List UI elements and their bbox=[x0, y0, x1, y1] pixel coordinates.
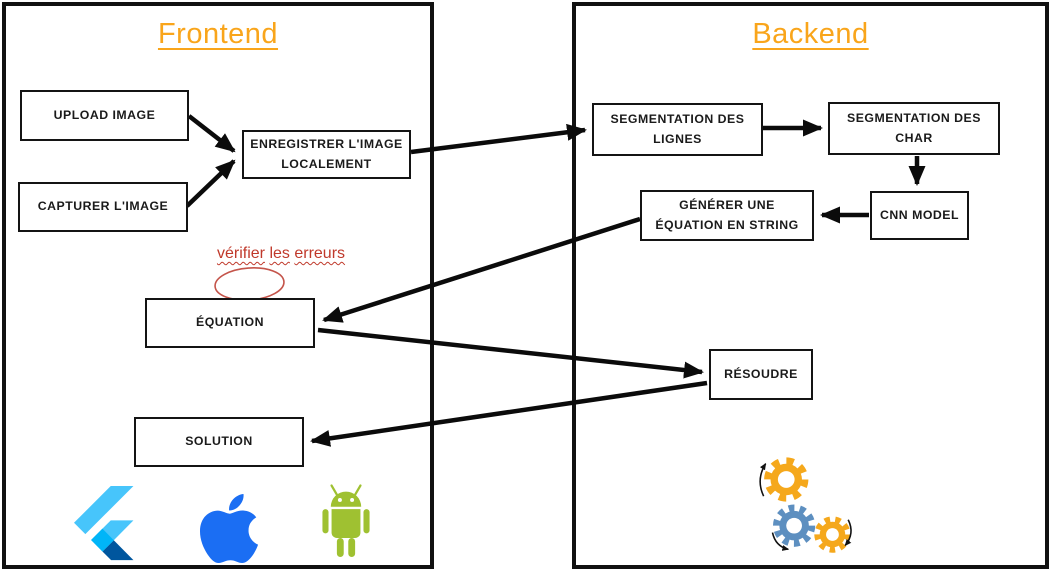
resoudre-node: RÉSOUDRE bbox=[709, 349, 813, 400]
edge-capturer-to-enregistrer bbox=[185, 159, 236, 208]
edge-enregistrer-to-seglignes bbox=[410, 123, 587, 155]
segmentation-char-node: SEGMENTATION DES CHAR bbox=[828, 102, 1000, 155]
edge-equation-to-resoudre bbox=[317, 327, 704, 379]
annotation-word: erreurs bbox=[294, 245, 346, 262]
verify-ellipse-annotation bbox=[214, 267, 285, 301]
annotation-word: vérifier bbox=[216, 245, 265, 262]
frontend-title: Frontend bbox=[157, 18, 279, 50]
enregistrer-image-node: ENREGISTRER L'IMAGE LOCALEMENT bbox=[242, 130, 411, 179]
solution-node: SOLUTION bbox=[134, 417, 304, 467]
upload-image-node: UPLOAD IMAGE bbox=[20, 90, 189, 141]
capturer-image-node: CAPTURER L'IMAGE bbox=[18, 182, 188, 232]
cnn-model-node: CNN MODEL bbox=[870, 191, 969, 240]
edge-generer-to-equation bbox=[322, 216, 641, 323]
equation-node: ÉQUATION bbox=[145, 298, 315, 348]
generer-equation-node: GÉNÉRER UNE ÉQUATION EN STRING bbox=[640, 190, 814, 241]
apple-icon bbox=[199, 493, 259, 564]
segmentation-lignes-node: SEGMENTATION DES LIGNES bbox=[592, 103, 763, 156]
flutter-icon bbox=[74, 486, 134, 561]
edge-resoudre-to-solution bbox=[310, 380, 708, 447]
annotation-word: les bbox=[269, 245, 290, 262]
backend-title: Backend bbox=[752, 18, 869, 50]
verify-errors-annotation: vérifier les erreurs bbox=[196, 245, 366, 263]
backend-panel: Backend bbox=[572, 2, 1049, 569]
edge-upload-to-enregistrer bbox=[187, 114, 236, 153]
gears-icon bbox=[759, 457, 852, 553]
android-icon bbox=[322, 484, 370, 557]
